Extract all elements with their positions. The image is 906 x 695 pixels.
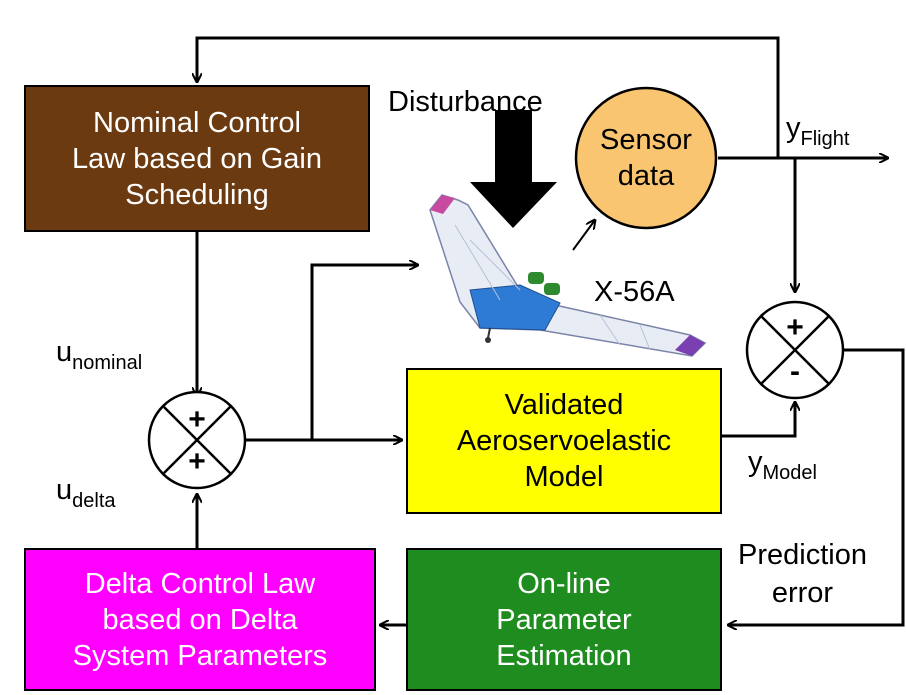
parameter-estimation-block: On-line Parameter Estimation [406,548,722,691]
nominal-control-block: Nominal Control Law based on Gain Schedu… [24,85,370,232]
delta-control-block: Delta Control Law based on Delta System … [24,548,376,691]
aircraft-icon [429,194,707,357]
nominal-control-text: Nominal Control Law based on Gain Schedu… [72,106,322,211]
validated-model-text: Validated Aeroservoelastic Model [456,389,672,493]
disturbance-label: Disturbance [388,86,543,118]
error-path-line [728,348,905,625]
sensor-data-label: Sensor data [600,124,692,192]
y-flight-label: yFlight [786,112,850,150]
sum-left-bottom-sign: + [188,445,206,478]
sum-to-aircraft-line [310,265,418,440]
parameter-estimation-text: On-line Parameter Estimation [496,567,632,672]
aircraft-label: X-56A [594,276,675,308]
summing-junction-left [147,390,247,490]
delta-control-text: Delta Control Law based on Delta System … [72,567,328,672]
summing-junction-right [745,300,845,400]
feedback-top-line [197,36,780,158]
sensor-circle [574,86,718,230]
sum-right-bottom-sign: - [790,355,800,388]
aircraft-to-sensor-line [572,220,595,251]
validated-model-block: Validated Aeroservoelastic Model [406,368,722,514]
sum-right-top-sign: + [786,311,804,344]
u-nominal-label: unominal [56,336,143,374]
u-delta-label: udelta [56,474,116,512]
prediction-error-label: Prediction error [738,539,867,609]
model-to-sum-line [722,402,795,438]
y-model-label: yModel [748,446,817,484]
disturbance-arrow-icon [470,110,557,228]
sum-left-top-sign: + [188,403,206,436]
